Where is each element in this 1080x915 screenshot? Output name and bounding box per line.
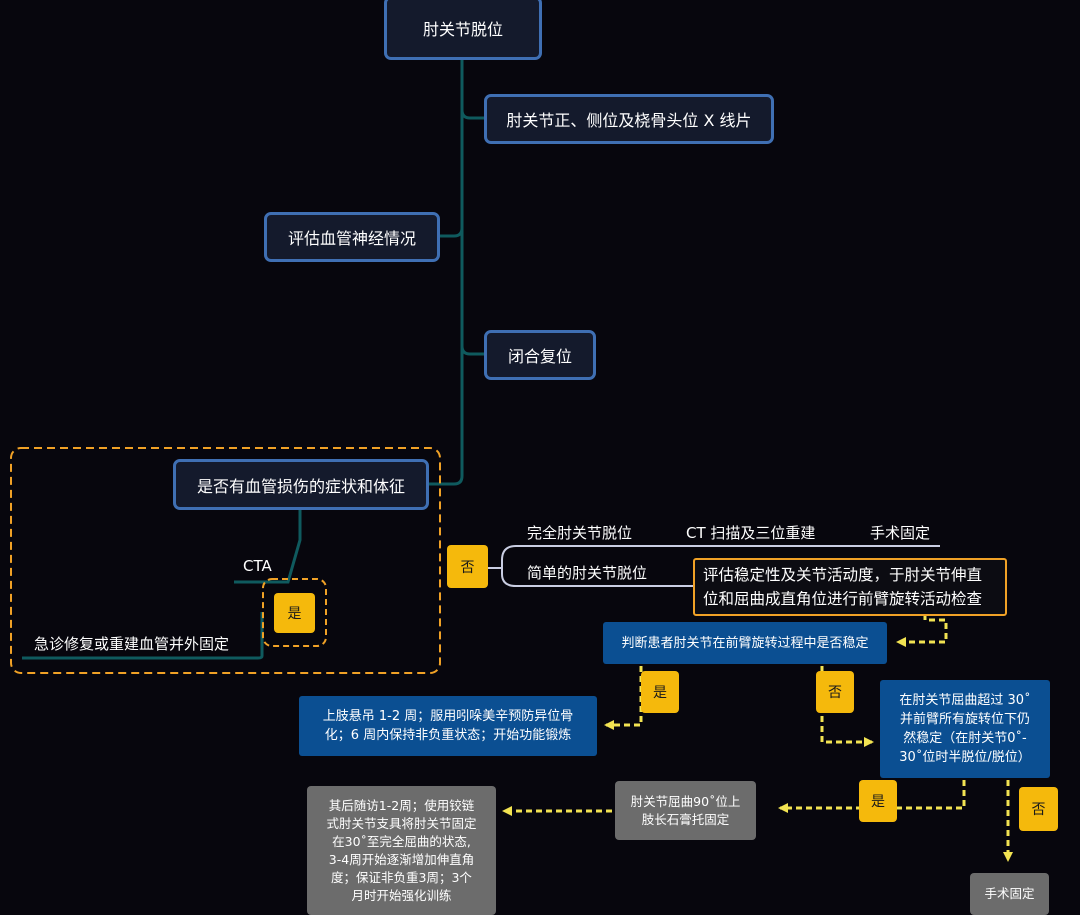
evaluate-stability-node: 评估稳定性及关节活动度，于肘关节伸直 位和屈曲成直角位进行前臂旋转活动检查 bbox=[693, 558, 1007, 616]
judge-label: 判断患者肘关节在前臂旋转过程中是否稳定 bbox=[621, 635, 869, 651]
followup-line-2: 式肘关节支具将肘关节固定 bbox=[326, 815, 477, 831]
followup-line-1: 其后随访1-2周；使用铰链 bbox=[328, 797, 475, 813]
yes-vascular-badge: 是 bbox=[274, 593, 315, 633]
ct-label: CT 扫描及三位重建 bbox=[686, 524, 816, 542]
flex-line-1: 在肘关节屈曲超过 30˚ bbox=[899, 693, 1031, 708]
neuro-label: 评估血管神经情况 bbox=[287, 229, 416, 248]
complete-dislocation-label: 完全肘关节脱位 bbox=[527, 524, 633, 542]
flex-line-4: 30˚位时半脱位/脱位） bbox=[899, 750, 1031, 765]
no-vascular-badge: 否 bbox=[447, 545, 488, 588]
root-label: 肘关节脱位 bbox=[422, 20, 503, 39]
vascular-question-node: 是否有血管损伤的症状和体征 bbox=[173, 459, 429, 510]
vascular-question-label: 是否有血管损伤的症状和体征 bbox=[196, 476, 405, 496]
cast-line-1: 肘关节屈曲90˚位上 bbox=[630, 793, 741, 809]
vascular-group-outline bbox=[10, 447, 441, 674]
neuro-node: 评估血管神经情况 bbox=[264, 212, 440, 262]
cta-label: CTA bbox=[243, 557, 272, 575]
flex-stability-node: 在肘关节屈曲超过 30˚ 并前臂所有旋转位下仍 然稳定（在肘关节0˚- 30˚位… bbox=[880, 680, 1050, 778]
surgery-node-2: 手术固定 bbox=[970, 873, 1049, 915]
followup-line-4: 3-4周开始逐渐增加伸直角 bbox=[328, 851, 475, 867]
simple-dislocation-label: 简单的肘关节脱位 bbox=[527, 564, 648, 582]
reduction-node: 闭合复位 bbox=[484, 330, 596, 380]
bracket-lines bbox=[488, 545, 940, 587]
yes-vascular-text: 是 bbox=[287, 606, 302, 622]
yes-flex-badge: 是 bbox=[859, 780, 897, 822]
no-stable-text: 否 bbox=[828, 685, 842, 701]
no-vascular-text: 否 bbox=[460, 559, 475, 576]
flex-line-2: 并前臂所有旋转位下仍 bbox=[899, 712, 1030, 727]
reduction-label: 闭合复位 bbox=[507, 347, 572, 366]
yes-flex-text: 是 bbox=[871, 794, 885, 810]
followup-node: 其后随访1-2周；使用铰链 式肘关节支具将肘关节固定 在30˚至完全屈曲的状态,… bbox=[307, 786, 496, 915]
root-node: 肘关节脱位 bbox=[384, 0, 542, 60]
flex-line-3: 然稳定（在肘关节0˚- bbox=[903, 731, 1027, 746]
followup-line-5: 度；保证非负重3周；3个 bbox=[331, 869, 472, 885]
evaluate-line-2: 位和屈曲成直角位进行前臂旋转活动检查 bbox=[703, 590, 983, 608]
no-stable-badge: 否 bbox=[816, 671, 854, 713]
evaluate-line-1: 评估稳定性及关节活动度，于肘关节伸直 bbox=[703, 566, 983, 584]
xray-label: 肘关节正、侧位及桡骨头位 X 线片 bbox=[506, 111, 752, 130]
yes-group-outline bbox=[262, 578, 327, 647]
judge-stability-node: 判断患者肘关节在前臂旋转过程中是否稳定 bbox=[603, 622, 887, 664]
followup-line-3: 在30˚至完全屈曲的状态, bbox=[332, 833, 471, 849]
emergency-label: 急诊修复或重建血管并外固定 bbox=[34, 635, 230, 653]
sling-line-1: 上肢悬吊 1-2 周；服用吲哚美辛预防异位骨 bbox=[322, 709, 574, 724]
followup-line-6: 月时开始强化训练 bbox=[351, 887, 452, 903]
yes-stable-badge: 是 bbox=[641, 671, 679, 713]
sling-line-2: 化；6 周内保持非负重状态；开始功能锻炼 bbox=[324, 728, 572, 743]
no-flex-text: 否 bbox=[1031, 802, 1046, 818]
cast-node: 肘关节屈曲90˚位上 肢长石膏托固定 bbox=[615, 781, 756, 840]
xray-node: 肘关节正、侧位及桡骨头位 X 线片 bbox=[484, 94, 774, 144]
no-flex-badge: 否 bbox=[1019, 787, 1058, 831]
teal-trunk bbox=[22, 60, 486, 660]
sling-node: 上肢悬吊 1-2 周；服用吲哚美辛预防异位骨 化；6 周内保持非负重状态；开始功… bbox=[299, 696, 597, 756]
yes-stable-text: 是 bbox=[653, 685, 667, 701]
surgery-label-2: 手术固定 bbox=[984, 886, 1035, 901]
surgery-label-1: 手术固定 bbox=[870, 524, 931, 542]
cast-line-2: 肢长石膏托固定 bbox=[641, 811, 730, 827]
